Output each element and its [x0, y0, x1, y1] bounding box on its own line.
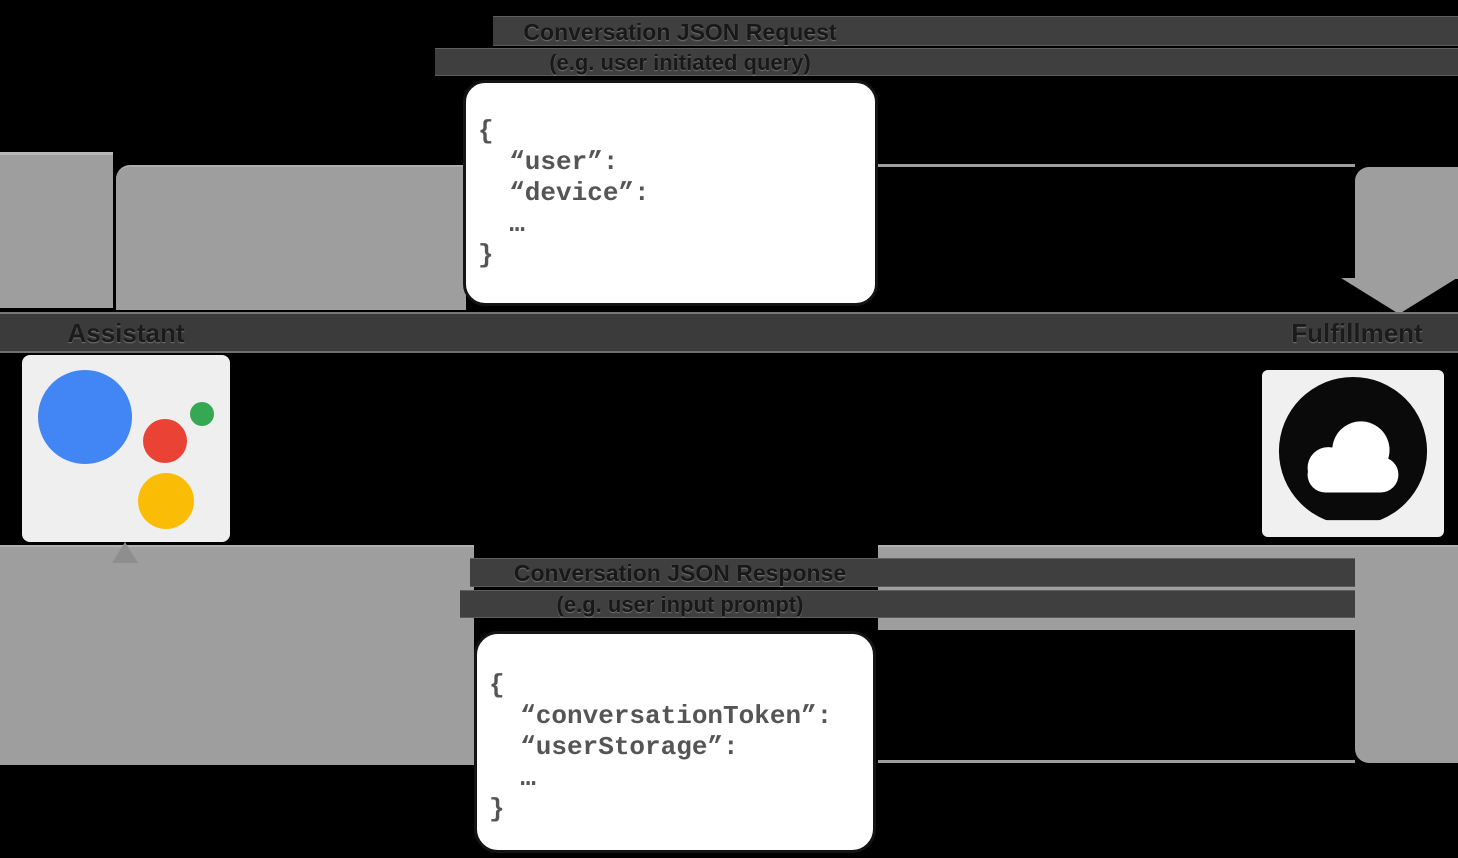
response-arrow-band — [0, 545, 474, 765]
response-label-bar-1 — [470, 558, 1355, 587]
request-label-bar-2 — [435, 48, 1458, 76]
response-label-line1: Conversation JSON Response — [513, 560, 847, 586]
fulfillment-label: Fulfillment — [1291, 318, 1423, 348]
request-label-line2: (e.g. user initiated query) — [549, 50, 811, 75]
cloud-icon — [1274, 374, 1432, 532]
request-arrow-left-segment — [0, 152, 113, 308]
request-arrow-top-edge-line — [878, 164, 1355, 167]
node-labels-band — [0, 312, 1458, 353]
assistant-logo-green-circle — [190, 402, 214, 426]
request-label-bar-1 — [493, 16, 1458, 46]
assistant-label: Assistant — [67, 318, 185, 348]
assistant-logo-yellow-circle — [138, 473, 194, 529]
response-json-box: { “conversationToken”: “userStorage”: … … — [474, 631, 876, 853]
response-arrow-bottom-edge-line — [878, 760, 1355, 763]
arrow-up-icon — [112, 542, 138, 563]
request-json-code: { “user”: “device”: … } — [478, 116, 650, 270]
response-json-code: { “conversationToken”: “userStorage”: … … — [489, 670, 833, 824]
request-json-box: { “user”: “device”: … } — [463, 80, 878, 306]
request-arrow-band — [116, 165, 466, 310]
response-label-line2: (e.g. user input prompt) — [556, 592, 804, 617]
assistant-tile — [22, 355, 230, 542]
request-label-line1: Conversation JSON Request — [523, 19, 837, 45]
request-arrow-right-column — [1355, 167, 1458, 279]
response-label-bar-2 — [460, 590, 1355, 618]
assistant-logo-red-circle — [143, 419, 187, 463]
assistant-logo-blue-circle — [38, 370, 132, 464]
response-arrow-right-column — [1355, 545, 1458, 763]
arrow-down-icon — [1341, 278, 1457, 314]
fulfillment-tile — [1262, 370, 1444, 537]
